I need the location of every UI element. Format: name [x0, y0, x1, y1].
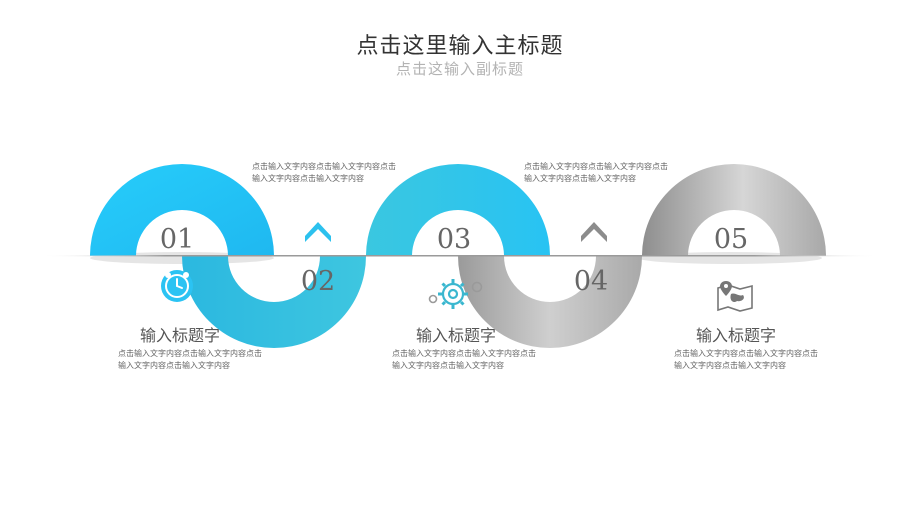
step-title-01: 输入标题字 [139, 326, 220, 345]
arc-step-01 [90, 164, 274, 256]
arc-step-04 [458, 256, 642, 348]
step-desc-02: 点击输入文字内容点击输入文字内容点击输入文字内容点击输入文字内容 [252, 162, 396, 183]
step-title-03: 输入标题字 [415, 326, 496, 345]
step-desc-01: 点击输入文字内容点击输入文字内容点击输入文字内容点击输入文字内容 [118, 349, 262, 370]
step-desc-05: 点击输入文字内容点击输入文字内容点击输入文字内容点击输入文字内容 [674, 349, 818, 370]
page-subtitle: 点击这输入副标题 [395, 60, 524, 78]
step-desc-04: 点击输入文字内容点击输入文字内容点击输入文字内容点击输入文字内容 [524, 162, 668, 183]
step-number-05: 05 [713, 224, 749, 255]
step-number-02: 02 [300, 266, 336, 297]
map-pin-icon [717, 281, 753, 312]
step-desc-03: 点击输入文字内容点击输入文字内容点击输入文字内容点击输入文字内容 [392, 349, 536, 370]
step-number-04: 04 [573, 266, 609, 297]
alarm-clock-icon [161, 270, 193, 302]
step-number-03: 03 [436, 224, 472, 255]
page-title: 点击这里输入主标题 [356, 34, 564, 59]
chevron-up-icon [581, 222, 607, 242]
step-number-01: 01 [159, 224, 195, 255]
arc-step-05 [642, 164, 826, 256]
step-title-05: 输入标题字 [695, 326, 776, 345]
chevron-up-icon [305, 222, 331, 242]
arc-step-03 [366, 164, 550, 256]
gears-icon [428, 279, 483, 309]
arc-step-02 [182, 256, 366, 348]
